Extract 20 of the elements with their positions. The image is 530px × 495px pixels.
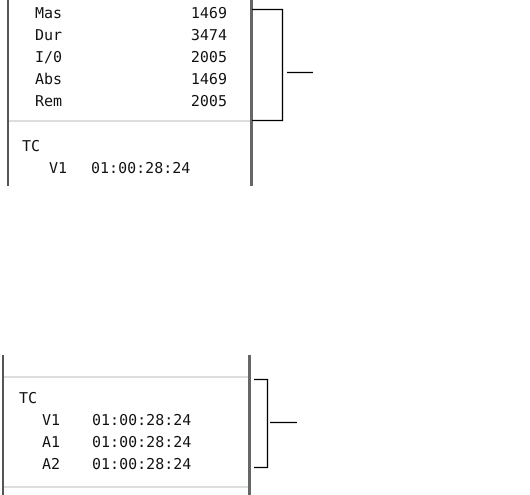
track-name: A1 <box>42 433 60 451</box>
field-value: 1469 <box>190 70 227 88</box>
field-value: 2005 <box>190 48 227 66</box>
field-name: Mas <box>35 4 62 22</box>
timecode: 01:00:28:24 <box>92 455 192 473</box>
field-value: 3474 <box>190 26 227 44</box>
timecode: 01:00:28:24 <box>92 411 192 429</box>
field-name: Rem <box>35 92 62 110</box>
section-heading: TC <box>22 137 40 155</box>
field-name: Dur <box>35 26 62 44</box>
field-value: 2005 <box>190 92 227 110</box>
field-value: 1469 <box>190 4 227 22</box>
timecode: 01:00:28:24 <box>92 433 192 451</box>
field-name: I/0 <box>35 48 62 66</box>
track-name: A2 <box>42 455 60 473</box>
field-name: Abs <box>35 70 62 88</box>
track-name: V1 <box>42 411 60 429</box>
track-name: V1 <box>49 159 68 177</box>
section-heading: TC <box>19 389 38 407</box>
timecode: 01:00:28:24 <box>91 159 190 177</box>
